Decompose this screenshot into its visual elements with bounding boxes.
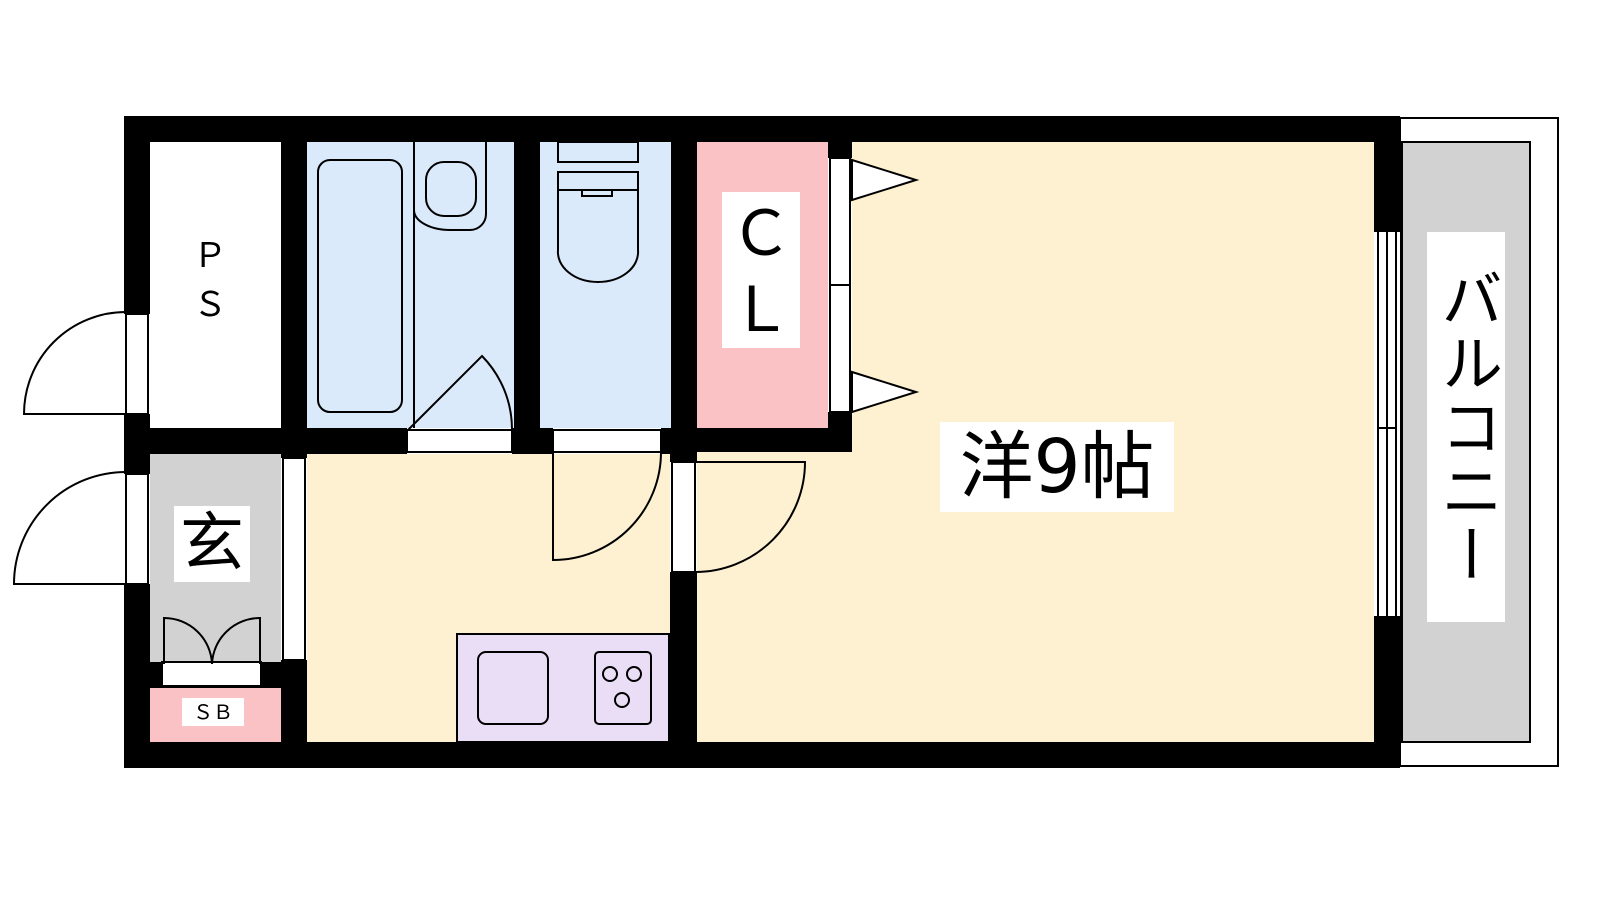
shoe-box-label: ＳＢ: [182, 698, 244, 726]
kitchen-counter: [456, 633, 670, 743]
sink-icon: [477, 651, 549, 725]
entrance-side-opening: [281, 458, 307, 660]
front-door-opening: [124, 474, 150, 584]
bathroom-floor: [307, 142, 514, 428]
toilet-door-opening: [553, 428, 661, 454]
stove-icon: [594, 651, 652, 725]
ps-label: ＰＳ: [193, 236, 227, 326]
closet-label: ＣＬ: [722, 192, 800, 348]
closet-folding-doors: [851, 158, 920, 414]
western-room-label: 洋9帖: [940, 422, 1174, 512]
ps-floor: [150, 142, 281, 428]
western-room-lower-floor: [697, 452, 857, 742]
door-frames: [125, 157, 1397, 661]
entrance-step: [161, 661, 262, 687]
bath-door-opening: [407, 428, 512, 454]
washbasin-icon: [413, 142, 487, 231]
toilet-icon: [556, 141, 640, 284]
balcony-label: バルコニー: [1427, 232, 1505, 622]
entrance-label: 玄: [174, 506, 250, 582]
bathtub-icon: [317, 159, 403, 413]
door-swings: [12, 311, 807, 585]
shoe-box-doors: [163, 616, 261, 665]
room-door-opening: [670, 462, 697, 572]
ps-door-opening: [124, 314, 150, 414]
